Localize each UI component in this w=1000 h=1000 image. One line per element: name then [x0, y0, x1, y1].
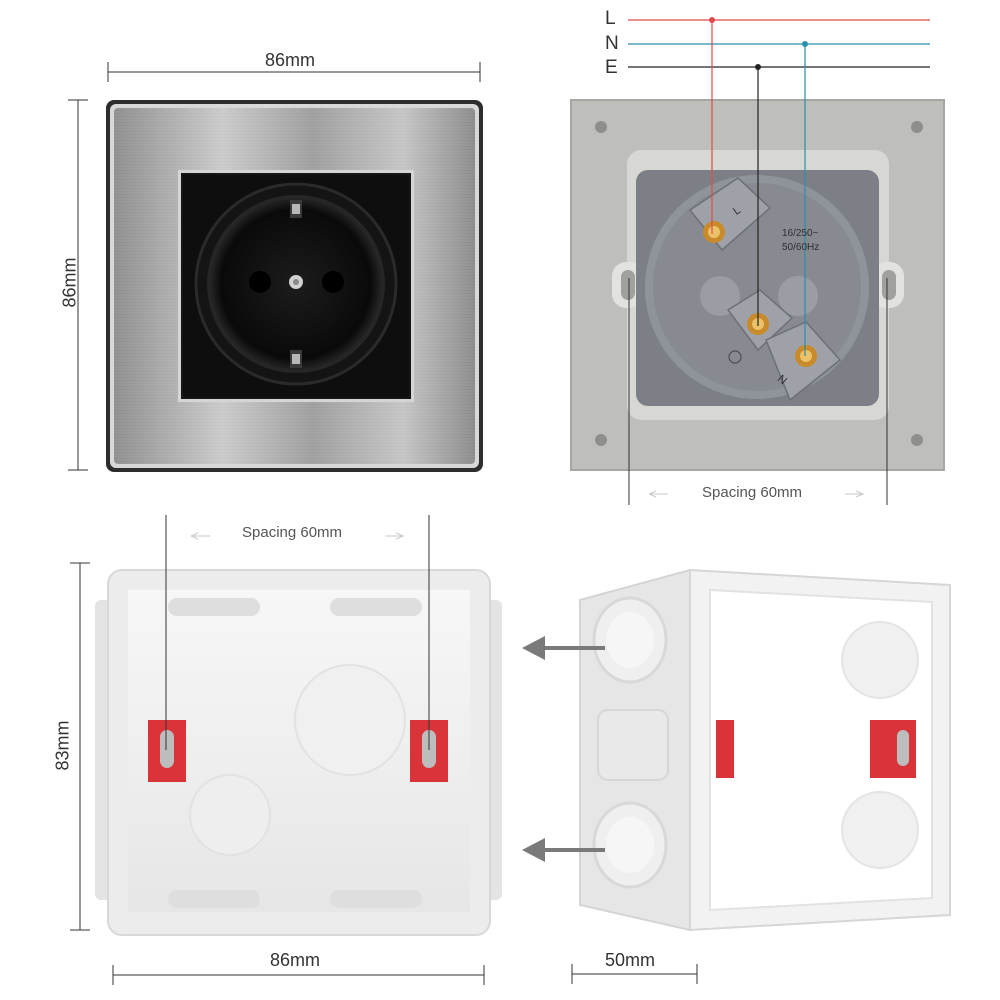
terminal-n: [765, 321, 842, 402]
ground-symbol-icon: [728, 350, 742, 364]
box-depth-label: 50mm: [605, 950, 656, 970]
panel-back-view: [570, 17, 945, 505]
back-spacing-label: Spacing 60mm: [702, 484, 803, 501]
wire-label-n: N: [605, 33, 619, 54]
wire-label-l: L: [605, 8, 616, 29]
rating-line-1: 16/250~: [782, 228, 819, 239]
panel-width-label: 86mm: [265, 50, 316, 70]
box-height-label: 83mm: [52, 720, 73, 771]
rating-line-2: 50/60Hz: [782, 242, 820, 253]
box-side-view: [522, 568, 951, 984]
box-front-view: [70, 515, 502, 985]
wire-label-e: E: [605, 57, 618, 78]
box-width-label: 86mm: [270, 950, 321, 970]
panel-height-label: 86mm: [59, 257, 80, 308]
box-spacing-label: Spacing 60mm: [242, 524, 343, 541]
panel-front-view: [68, 62, 483, 472]
terminal-l: [688, 177, 772, 252]
